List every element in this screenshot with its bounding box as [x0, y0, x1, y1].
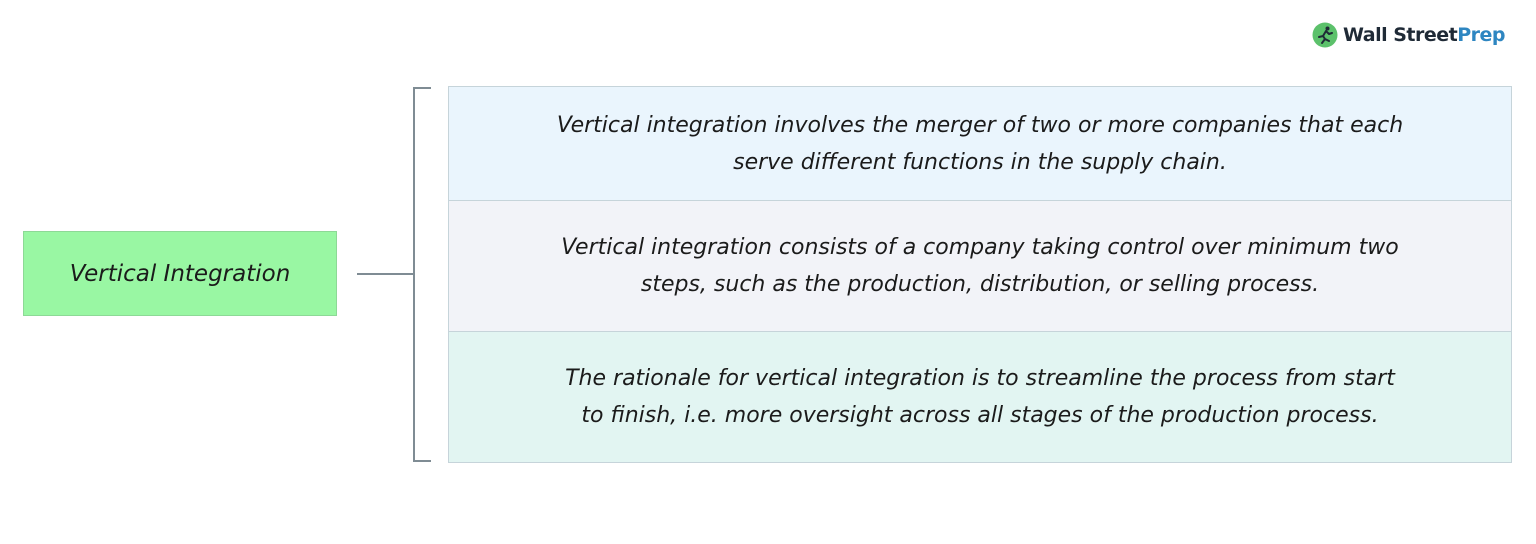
branch-list: Vertical integration involves the merger… [448, 86, 1512, 463]
branch-text-3: The rationale for vertical integration i… [565, 360, 1395, 434]
branch-text-1-line-1: Vertical integration involves the merger… [556, 112, 1404, 138]
root-node: Vertical Integration [23, 231, 337, 316]
branch-box-2: Vertical integration consists of a compa… [449, 201, 1511, 332]
connector-line [357, 273, 414, 275]
logo-text-prep: Prep [1457, 24, 1506, 46]
logo-text-wall-street: Wall Street [1343, 24, 1458, 46]
logo-text: Wall StreetPrep [1343, 24, 1506, 46]
branch-bracket [413, 87, 431, 462]
brand-logo: Wall StreetPrep [1312, 20, 1512, 50]
branch-text-1-line-2: serve different functions in the supply … [733, 149, 1227, 175]
runner-icon [1312, 22, 1338, 48]
branch-box-3: The rationale for vertical integration i… [449, 332, 1511, 462]
branch-text-1: Vertical integration involves the merger… [557, 107, 1403, 181]
root-node-label: Vertical Integration [69, 260, 291, 287]
branch-text-2: Vertical integration consists of a compa… [561, 229, 1398, 303]
branch-box-1: Vertical integration involves the merger… [449, 87, 1511, 201]
branch-text-3-line-2: to finish, i.e. more oversight across al… [581, 403, 1379, 428]
branch-text-3-line-1: The rationale for vertical integration i… [565, 366, 1395, 391]
branch-text-2-line-1: Vertical integration consists of a compa… [561, 235, 1399, 260]
branch-text-2-line-2: steps, such as the production, distribut… [640, 272, 1320, 297]
